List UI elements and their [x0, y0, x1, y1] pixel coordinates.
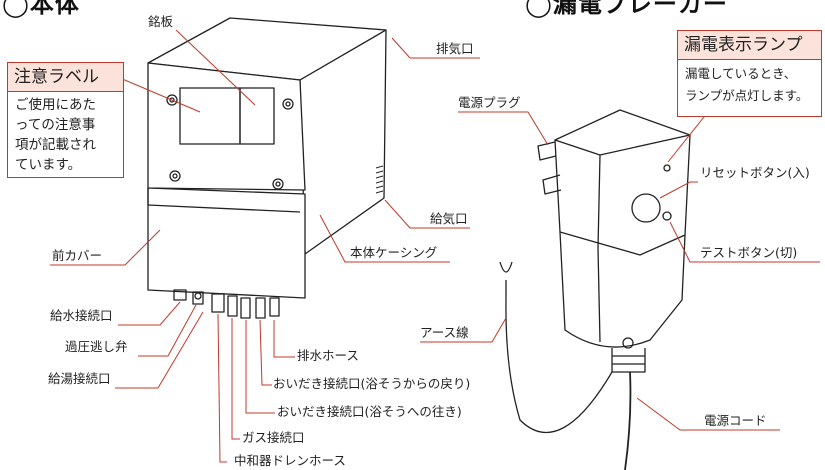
label-nameplate: 銘板 [148, 14, 174, 29]
leak-lamp-box: 漏電表示ランプ 漏電しているとき、 ランプが点灯します。 [677, 30, 822, 117]
leader-neutralizer [217, 313, 227, 463]
leader-relief-valve [138, 304, 197, 357]
leak-lamp-line-2: ランプが点灯します。 [685, 88, 809, 103]
caution-label-box: 注意ラベル ご使用にあた っての注意事 項が記載され ています。 [7, 62, 124, 178]
leader-power-cord [636, 397, 780, 431]
leakage-breaker [499, 109, 691, 470]
leader-caution [119, 77, 201, 113]
leader-water-supply [118, 301, 181, 326]
label-earth-wire: アース線 [420, 325, 469, 340]
label-reheat-out: おいだき接続口(浴そうへの往き) [277, 404, 462, 419]
leader-casing [319, 214, 450, 263]
nameplate-plate [239, 87, 275, 145]
leader-front-cover [50, 229, 161, 266]
caution-label-line-1: ご使用にあた [15, 97, 96, 113]
label-drain-hose: 排水ホース [297, 348, 359, 363]
caution-label-title: 注意ラベル [8, 63, 123, 92]
leader-power-plug [458, 111, 549, 146]
leak-lamp-title: 漏電表示ランプ [678, 31, 821, 60]
leader-hot-water [115, 311, 204, 389]
caution-label-line-2: っての注意事 [15, 117, 96, 133]
label-reheat-return: おいだき接続口(浴そうからの戻り) [273, 376, 471, 391]
leader-drain-hose [273, 320, 295, 358]
label-exhaust: 排気口 [436, 41, 474, 56]
leader-reheat-return [259, 319, 272, 386]
leader-exhaust [391, 37, 480, 59]
leak-lamp-text: 漏電しているとき、 ランプが点灯します。 [678, 60, 821, 107]
caution-label-line-4: ています。 [15, 157, 82, 173]
caution-label-text: ご使用にあた っての注意事 項が記載され ています。 [8, 92, 123, 175]
leader-intake [384, 199, 470, 229]
label-intake: 給気口 [430, 211, 468, 226]
leader-reset [659, 181, 698, 199]
leader-nameplate [175, 29, 256, 106]
label-neutralizer-drain: 中和器ドレンホース [234, 453, 346, 468]
label-relief-valve: 過圧逃し弁 [65, 339, 128, 354]
label-hot-water: 給湯接続口 [48, 371, 111, 386]
label-gas: ガス接続口 [242, 430, 305, 445]
label-reset-button: リセットボタン(入) [700, 165, 810, 180]
water-heater-unit [147, 17, 387, 319]
leader-reheat-out [245, 320, 275, 414]
label-water-supply: 給水接続口 [50, 308, 113, 323]
label-front-cover: 前カバー [52, 248, 103, 263]
label-power-cord: 電源コード [704, 413, 767, 428]
breaker-heading: ◯漏電ブレーカー [525, 0, 728, 18]
label-power-plug: 電源プラグ [458, 95, 521, 110]
leak-lamp-line-1: 漏電しているとき、 [685, 66, 797, 81]
leader-test [669, 221, 820, 263]
leader-earth-wire [420, 317, 507, 343]
caution-label-line-3: 項が記載され [15, 137, 96, 153]
main-unit-heading: ◯本体 [2, 0, 80, 18]
leader-gas [231, 318, 240, 440]
label-test-button: テストボタン(切) [700, 245, 798, 260]
label-casing: 本体ケーシング [350, 245, 438, 260]
